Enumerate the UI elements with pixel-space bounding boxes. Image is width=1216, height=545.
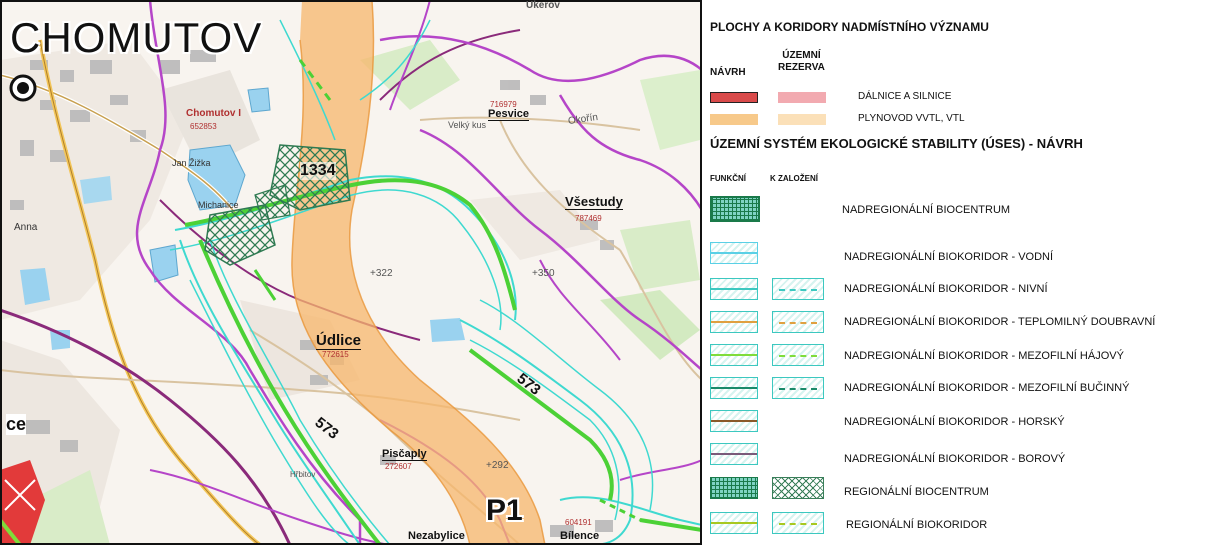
map-label-ukerov: Úkerov — [526, 0, 560, 11]
legend-swatch-horsky-funkcni — [710, 410, 758, 432]
legend-swatch-bucinny-funkcni — [710, 377, 758, 399]
map-label-vsestudy-code: 787469 — [575, 214, 602, 223]
height-label-292: +292 — [486, 460, 509, 471]
map-label-michanice: Michanice — [198, 200, 239, 210]
map-label-chomutov-code: 652853 — [190, 122, 217, 131]
legend-swatch-reg-biokoridor-funkcni — [710, 512, 758, 534]
legend-swatch-gas-rezerva — [778, 114, 826, 125]
legend-swatch-teplomilny-dash — [779, 322, 817, 324]
legend-swatch-horsky-line — [711, 420, 757, 422]
map-label-jan-zizka: Jan Žižka — [172, 158, 211, 168]
legend-swatch-teplomilny-funkcni — [710, 311, 758, 333]
legend-column-navrh: NÁVRH — [710, 67, 746, 78]
legend-swatch-reg-biokoridor-zalozeni — [772, 512, 824, 534]
legend-item-hajovy-label: NADREGIONÁLNÍ BIOKORIDOR - MEZOFILNÍ HÁJ… — [844, 350, 1124, 362]
map-label-vsestudy: Všestudy — [565, 194, 623, 210]
map-label-pesvice-code: 716979 — [490, 100, 517, 109]
legend-swatch-road-rezerva — [778, 92, 826, 103]
legend-section-uses-title: ÚZEMNÍ SYSTÉM EKOLOGICKÉ STABILITY (ÚSES… — [710, 136, 1083, 151]
legend-swatch-vodni-line — [711, 252, 757, 254]
map-label-bilence: Bílence — [560, 530, 600, 542]
map-label-udlice: Údlice — [316, 332, 362, 350]
map-legend: PLOCHY A KORIDORY NADMÍSTNÍHO VÝZNAMU NÁ… — [702, 0, 1216, 545]
legend-swatch-reg-biocentrum-funkcni — [710, 477, 758, 499]
legend-swatch-teplomilny-zalozeni — [772, 311, 824, 333]
map-label-nezabylice: Nezabylice — [408, 530, 465, 542]
map-label-bilence-code: 604191 — [565, 518, 592, 527]
corridor-label-1334: 1334 — [300, 162, 336, 180]
legend-swatch-gas-navrh — [710, 114, 758, 125]
map-label-udlice-code: 772615 — [322, 350, 349, 359]
legend-swatch-hajovy-line — [711, 354, 757, 356]
legend-swatch-hajovy-funkcni — [710, 344, 758, 366]
legend-section-surfaces-title: PLOCHY A KORIDORY NADMÍSTNÍHO VÝZNAMU — [710, 20, 989, 34]
legend-item-reg-biokoridor-label: REGIONÁLNÍ BIOKORIDOR — [846, 519, 988, 531]
map-label-hrbitov: Hřbitov — [290, 470, 316, 479]
legend-swatch-reg-biocentrum-zalozeni — [772, 477, 824, 499]
legend-item-vodni-label: NADREGIONÁLNÍ BIOKORIDOR - VODNÍ — [844, 251, 1054, 263]
legend-item-borovy-label: NADREGIONÁLNÍ BIOKORIDOR - BOROVÝ — [844, 453, 1066, 465]
city-label: CHOMUTOV — [10, 14, 263, 61]
legend-swatch-nivni-line — [711, 288, 757, 290]
map-view[interactable]: CHOMUTOV 716979 Pesvice Okořín Velký kus… — [0, 0, 702, 545]
legend-column-rezerva-line2: REZERVA — [778, 62, 825, 73]
height-label-322: +322 — [370, 268, 393, 279]
legend-swatch-hajovy-dash — [779, 355, 817, 357]
legend-item-teplomilny-label: NADREGIONÁLNÍ BIOKORIDOR - TEPLOMILNÝ DO… — [844, 316, 1156, 328]
legend-swatch-hajovy-zalozeni — [772, 344, 824, 366]
legend-swatch-borovy-funkcni — [710, 443, 758, 465]
legend-column-rezerva: ÚZEMNÍ REZERVA — [778, 50, 825, 74]
plan-label-p1: P1 — [486, 494, 523, 527]
legend-item-nadreg-biocentrum-label: NADREGIONÁLNÍ BIOCENTRUM — [842, 204, 1011, 216]
map-label-chomutov-small: Chomutov I — [186, 108, 241, 119]
legend-swatch-nivni-zalozeni — [772, 278, 824, 300]
map-graphics — [0, 0, 702, 545]
map-label-ce: ce — [6, 414, 27, 435]
legend-swatch-bucinny-line — [711, 387, 757, 389]
legend-swatch-bucinny-zalozeni — [772, 377, 824, 399]
map-label-pesvice: Pesvice — [488, 108, 529, 121]
legend-item-reg-biocentrum-label: REGIONÁLNÍ BIOCENTRUM — [844, 486, 989, 498]
legend-swatch-teplomilny-line — [711, 321, 757, 323]
map-label-velky-kus: Velký kus — [448, 120, 487, 130]
legend-swatch-nivni-funkcni — [710, 278, 758, 300]
legend-item-bucinny-label: NADREGIONÁLNÍ BIOKORIDOR - MEZOFILNÍ BUČ… — [844, 382, 1130, 394]
legend-swatch-nadreg-biocentrum — [710, 196, 760, 222]
legend-swatch-reg-biokoridor-line — [711, 522, 757, 524]
legend-swatch-road-navrh — [710, 92, 758, 103]
legend-swatch-vodni-funkcni — [710, 242, 758, 264]
legend-item-road-label: DÁLNICE A SILNICE — [858, 91, 952, 102]
map-label-anna: Anna — [14, 222, 38, 233]
legend-item-gas-label: PLYNOVOD VVTL, VTL — [858, 113, 965, 124]
legend-column-funkcni: FUNKČNÍ — [710, 174, 746, 183]
legend-column-rezerva-line1: ÚZEMNÍ — [782, 50, 821, 61]
map-label-piscaply: Pisčaply — [382, 448, 427, 461]
map-label-piscaply-code: 272607 — [385, 462, 412, 471]
legend-item-nivni-label: NADREGIONÁLNÍ BIOKORIDOR - NIVNÍ — [844, 283, 1048, 295]
legend-item-horsky-label: NADREGIONÁLNÍ BIOKORIDOR - HORSKÝ — [844, 416, 1065, 428]
legend-column-k-zalozeni: K ZALOŽENÍ — [770, 174, 818, 183]
legend-swatch-borovy-line — [711, 453, 757, 455]
legend-swatch-bucinny-dash — [779, 388, 817, 390]
legend-swatch-reg-biokoridor-dash — [779, 523, 817, 525]
legend-swatch-nivni-dash — [779, 289, 817, 291]
height-label-350: +350 — [532, 268, 555, 279]
